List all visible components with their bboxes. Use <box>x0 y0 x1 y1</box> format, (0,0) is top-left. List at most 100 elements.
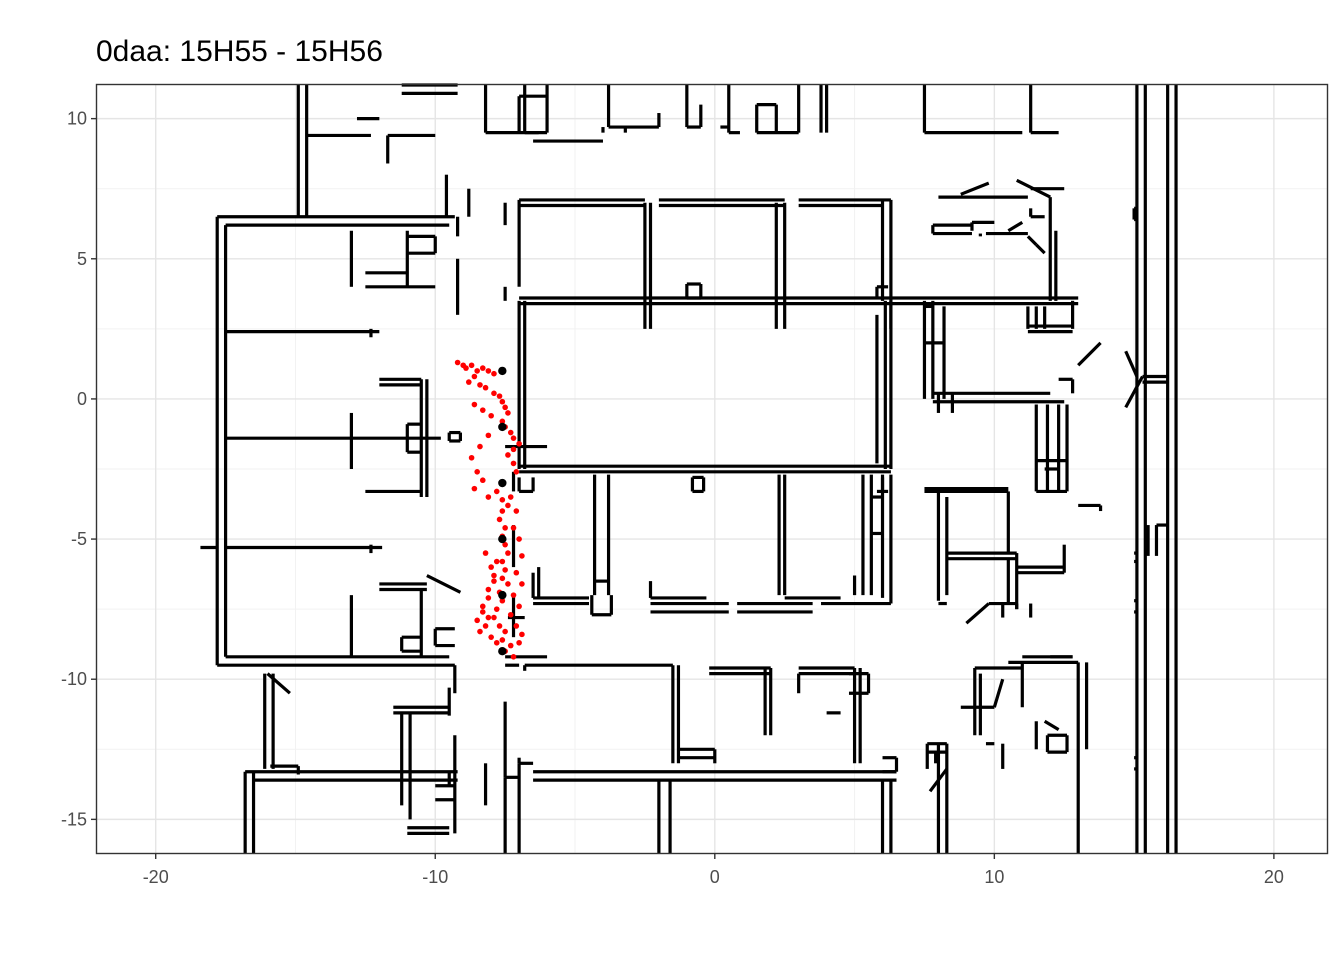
trajectory-point <box>454 359 461 366</box>
trajectory-point <box>479 407 486 413</box>
x-tick-label: 20 <box>1264 867 1284 887</box>
trajectory-point <box>513 569 520 576</box>
y-tick-label: -10 <box>61 669 87 689</box>
wall-segment <box>960 181 990 196</box>
wall-segment <box>266 672 291 695</box>
y-tick-label: -15 <box>61 809 87 829</box>
wall-segment <box>1124 350 1139 378</box>
trajectory-point <box>493 639 500 646</box>
reference-point <box>498 646 507 656</box>
trajectory-point <box>507 429 514 436</box>
trajectory-point <box>507 611 514 618</box>
trajectory-point <box>477 628 483 635</box>
trajectory-point <box>510 525 517 531</box>
trajectory-point <box>465 379 472 385</box>
trajectory-point <box>502 525 508 531</box>
trajectory-point <box>493 558 500 565</box>
trajectory-point <box>477 443 483 450</box>
trajectory-point <box>505 452 511 458</box>
wall-segment <box>992 678 1005 708</box>
trajectory-point <box>488 564 494 570</box>
reference-point <box>498 422 507 432</box>
trajectory-point <box>502 541 508 548</box>
data-points <box>454 359 525 660</box>
trajectory-point <box>502 628 508 635</box>
trajectory-point <box>491 614 497 621</box>
trajectory-point <box>499 398 506 405</box>
trajectory-point <box>477 382 483 388</box>
wall-segment <box>1026 235 1038 246</box>
trajectory-point <box>491 370 497 377</box>
trajectory-point <box>510 592 517 598</box>
trajectory-point <box>482 384 489 391</box>
wall-segment <box>1124 375 1144 409</box>
trajectory-point <box>479 477 486 484</box>
trajectory-point <box>510 653 517 660</box>
trajectory-point <box>496 393 503 399</box>
trajectory-point <box>513 623 520 629</box>
trajectory-point <box>493 606 500 612</box>
y-tick-label: 0 <box>77 389 87 409</box>
trajectory-point <box>499 418 506 425</box>
trajectory-point <box>485 595 492 601</box>
trajectory-point <box>513 469 520 475</box>
trajectory-point <box>516 536 522 542</box>
trajectory-point <box>485 368 492 374</box>
reference-point <box>498 478 507 488</box>
trajectory-point <box>468 362 475 369</box>
trajectory-point <box>485 586 492 593</box>
x-tick-label: -20 <box>143 867 169 887</box>
reference-point <box>498 590 507 600</box>
x-tick-label: 0 <box>710 867 720 887</box>
trajectory-point <box>493 488 500 495</box>
trajectory-point <box>485 432 492 439</box>
trajectory-point <box>507 494 514 500</box>
trajectory-point <box>474 469 480 475</box>
wall-segment <box>965 602 990 625</box>
trajectory-point <box>496 623 503 629</box>
trajectory-point <box>499 597 506 604</box>
trajectory-point <box>491 572 497 579</box>
trajectory-point <box>505 502 511 509</box>
trajectory-point <box>474 617 480 624</box>
trajectory-point <box>468 454 475 461</box>
y-tick-label: 10 <box>67 109 87 129</box>
trajectory-point <box>507 642 514 649</box>
trajectory-point <box>505 410 511 416</box>
trajectory-point <box>519 631 525 638</box>
y-tick-label: 5 <box>77 249 87 269</box>
trajectory-point <box>488 634 494 640</box>
trajectory-point <box>510 460 517 467</box>
trajectory-point <box>479 603 486 610</box>
plot-panel-border <box>95 83 1329 855</box>
trajectory-point <box>482 550 489 556</box>
trajectory-point <box>488 412 494 419</box>
wall-segment <box>928 767 949 793</box>
trajectory-point <box>519 581 525 587</box>
trajectory-point <box>485 494 492 500</box>
trajectory-point <box>471 485 478 492</box>
trajectory-point <box>471 401 478 408</box>
wall-segment <box>1077 341 1102 367</box>
trajectory-point <box>502 567 508 573</box>
trajectory-point <box>491 578 497 584</box>
trajectory-point <box>519 553 525 559</box>
reference-point <box>498 366 507 376</box>
trajectory-point <box>505 581 511 587</box>
trajectory-point <box>499 508 506 514</box>
chart-title: 0daa: 15H55 - 15H56 <box>96 35 383 68</box>
reference-point <box>498 534 507 544</box>
trajectory-point <box>499 497 506 503</box>
trajectory-point <box>474 368 480 374</box>
trajectory-point <box>499 558 506 565</box>
trajectory-point <box>502 404 508 411</box>
wall-segment <box>1007 220 1024 233</box>
wall-segment <box>1015 178 1051 199</box>
trajectory-point <box>499 637 506 643</box>
trajectory-point <box>505 550 511 556</box>
trajectory-point <box>510 446 517 453</box>
trajectory-point <box>479 365 486 371</box>
